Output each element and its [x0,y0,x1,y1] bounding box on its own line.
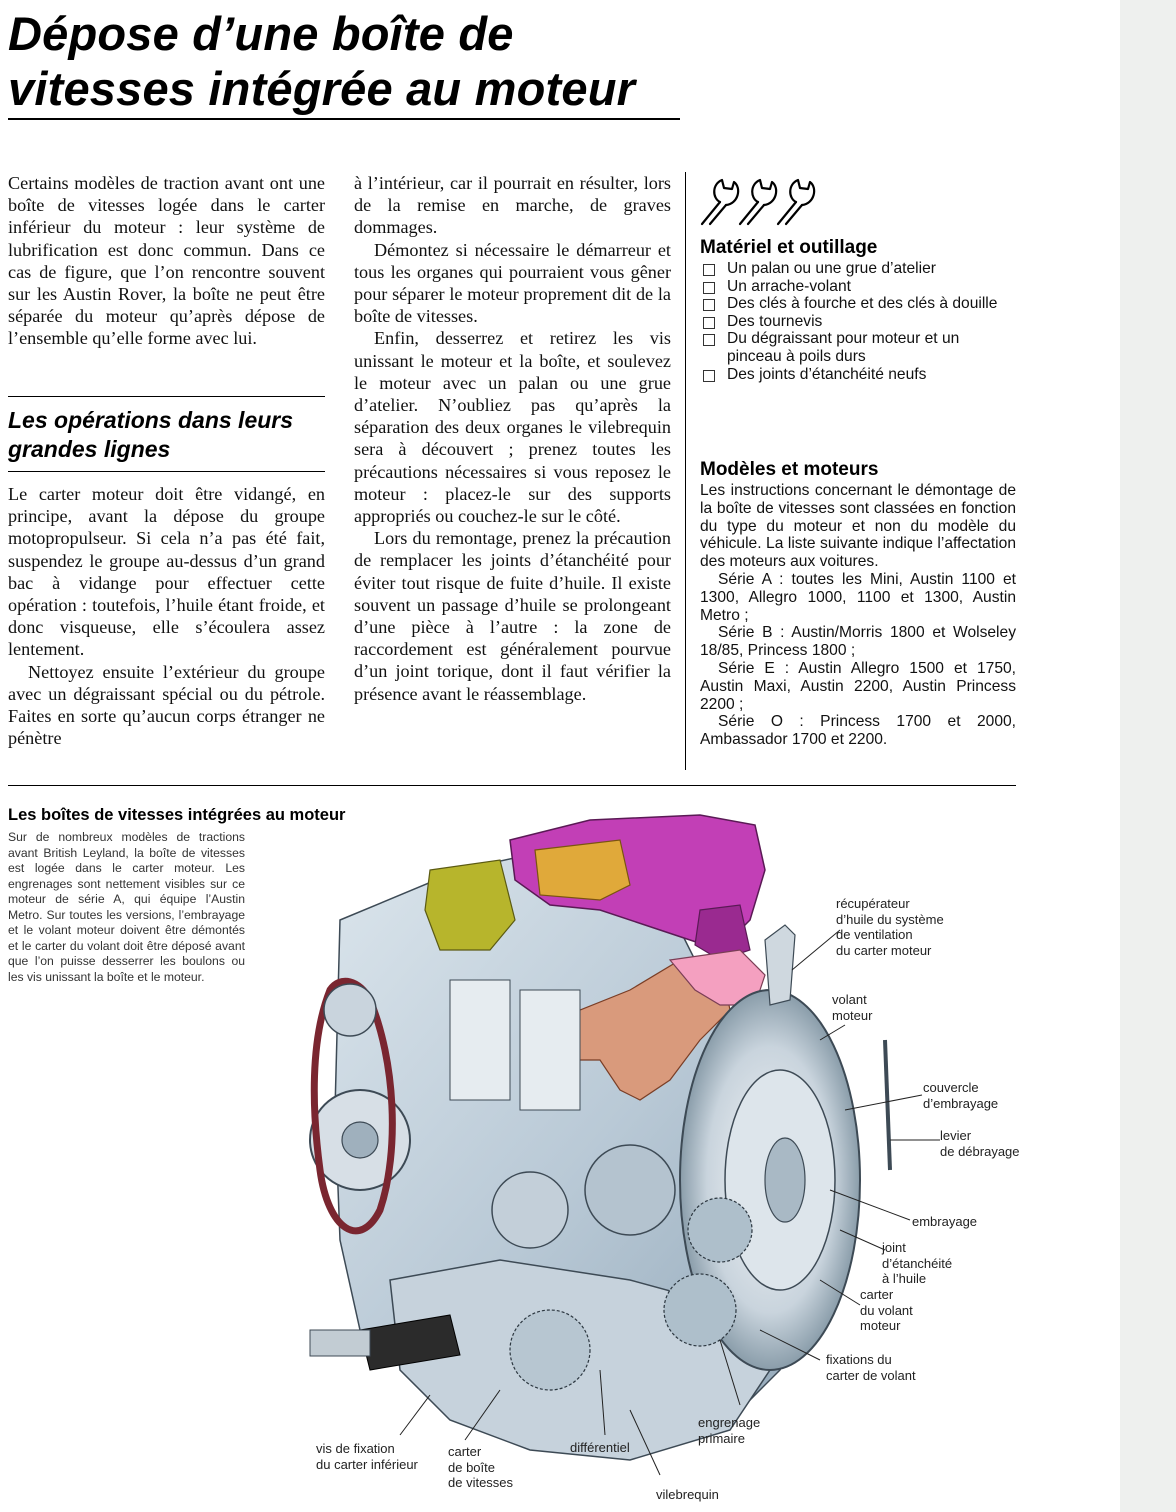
transfer-gear [663,1273,737,1347]
timing-cover [534,839,631,901]
tools-list-item: Des joints d’étanchéité neufs [700,366,1016,384]
label-levier: levier de débrayage [940,1128,1020,1159]
models-box: Modèles et moteurs Les instructions conc… [700,458,1016,749]
label-fixations: fixations du carter de volant [826,1352,916,1383]
exhaust-manifold [539,959,731,1101]
wrench-icon [738,178,778,226]
wrench-icon [776,178,816,226]
driveshaft [309,1329,371,1357]
carburettor [424,859,516,951]
section-rule-bottom [8,471,325,472]
series-entry: Série E : Austin Allegro 1500 et 1750, A… [700,659,1016,713]
leader-line [599,1369,606,1436]
paragraph: Nettoyez ensuite l’extérieur du groupe a… [8,661,325,749]
figure-divider [8,785,1016,786]
paragraph: Enfin, desserrez et retirez les vis unis… [354,328,671,527]
page-edge-shade [1120,0,1176,1512]
label-embrayage: embrayage [912,1214,978,1229]
figure-caption: Sur de nombreux modèles de tractions ava… [8,830,245,984]
paragraph: Le carter moteur doit être vidangé, en p… [8,484,325,660]
checkbox-icon [703,369,715,382]
wrench-icon [700,178,740,226]
tools-list-label: Des joints d’étanchéité neufs [727,365,927,383]
tools-list-label: Un palan ou une grue d’atelier [727,260,936,277]
intro-paragraph: Certains modèles de traction avant ont u… [8,173,325,349]
models-heading: Modèles et moteurs [700,459,879,480]
dynamo-pulley [323,983,377,1037]
label-volant-moteur: volant moteur [832,992,873,1023]
leader-line [759,1329,821,1361]
label-carter-volant: carter du volant moteur [860,1287,913,1333]
column-1-intro: Certains modèles de traction avant ont u… [8,172,325,350]
checkbox-icon [703,334,715,347]
crank-web [491,1171,569,1249]
label-vis-fixation: vis de fixation du carter inférieur [316,1441,418,1472]
label-differentiel: différentiel [570,1440,630,1455]
leader-line [819,1279,861,1306]
label-vilebrequin: vilebrequin [656,1487,719,1502]
clutch-hub [764,1137,806,1223]
series-entry: Série O : Princess 1700 et 2000, Ambassa… [700,713,1016,749]
tools-list-item: Des clés à fourche et des clés à douille [700,295,1016,313]
paragraph: Démontez si nécessaire le démarreur et t… [354,239,671,327]
leader-line [829,1189,911,1221]
title-underline [8,118,680,120]
leader-line [399,1394,431,1436]
tools-list-label: Un arrache-volant [727,277,851,295]
series-entry: Série B : Austin/Morris 1800 et Wolseley… [700,624,1016,660]
tools-list-item: Du dégraissant pour moteur et un pinceau… [700,330,1016,365]
crankcase-breather [764,924,796,1006]
column-1-body: Le carter moteur doit être vidangé, en p… [8,483,325,749]
checkbox-icon [703,316,715,329]
label-recuperateur: récupérateur d’huile du système de venti… [836,896,944,958]
tools-list-label: Des tournevis [727,312,823,330]
models-intro: Les instructions concernant le démontage… [700,482,1016,571]
tools-box: Matériel et outillage Un palan ou une gr… [700,236,1016,383]
leader-line [629,1409,661,1476]
wrench-icon [700,178,816,226]
differential-gear [509,1309,591,1391]
leader-line [791,929,841,971]
checkbox-icon [703,264,715,276]
driveshaft-boot [359,1314,461,1371]
tools-list-item: Un arrache-volant [700,278,1016,296]
cylinder-bore [449,979,511,1101]
paragraph: à l’intérieur, car il pourrait en résult… [354,173,671,238]
pulley-hub [341,1121,379,1159]
leader-line [819,1024,846,1041]
primary-gear [687,1197,753,1263]
tools-list-item: Un palan ou une grue d’atelier [700,260,1016,278]
paragraph: Lors du remontage, prenez la précaution … [354,528,671,704]
tools-list-item: Des tournevis [700,313,1016,331]
release-lever [883,1039,892,1171]
column-2: à l’intérieur, car il pourrait en résult… [354,172,671,705]
checkbox-icon [703,281,715,294]
label-couvercle: couvercle d’embrayage [923,1080,999,1111]
series-list: Série A : toutes les Mini, Austin 1100 e… [700,571,1016,749]
sidebar-divider [685,172,686,770]
leader-line [839,1229,886,1251]
section-heading: Les opérations dans leurs grandes lignes [8,407,294,462]
figure-title: Les boîtes de vitesses intégrées au mote… [8,806,346,824]
label-carter-boite: carter de boîte de vitesses [448,1444,514,1490]
label-engrenage: engrenage primaire [698,1415,761,1446]
tools-list-label: Des clés à fourche et des clés à douille [727,295,998,313]
section-rule-top [8,396,325,397]
tools-heading: Matériel et outillage [700,237,878,258]
page-title: Dépose d’une boîte de vitesses intégrée … [8,7,636,115]
engine-illustration [309,814,940,1476]
series-entry: Série A : toutes les Mini, Austin 1100 e… [700,570,1016,624]
leader-line [719,1339,741,1406]
checkbox-icon [703,299,715,312]
leader-line [844,1094,923,1111]
title-block: Dépose d’une boîte de vitesses intégrée … [0,0,680,120]
leader-line [464,1389,501,1441]
crank-web [584,1144,676,1236]
label-joint: joint d’étanchéité à l’huile [882,1240,953,1286]
tools-list-label: Du dégraissant pour moteur et un pinceau… [727,330,960,365]
cylinder-bore [519,989,581,1111]
